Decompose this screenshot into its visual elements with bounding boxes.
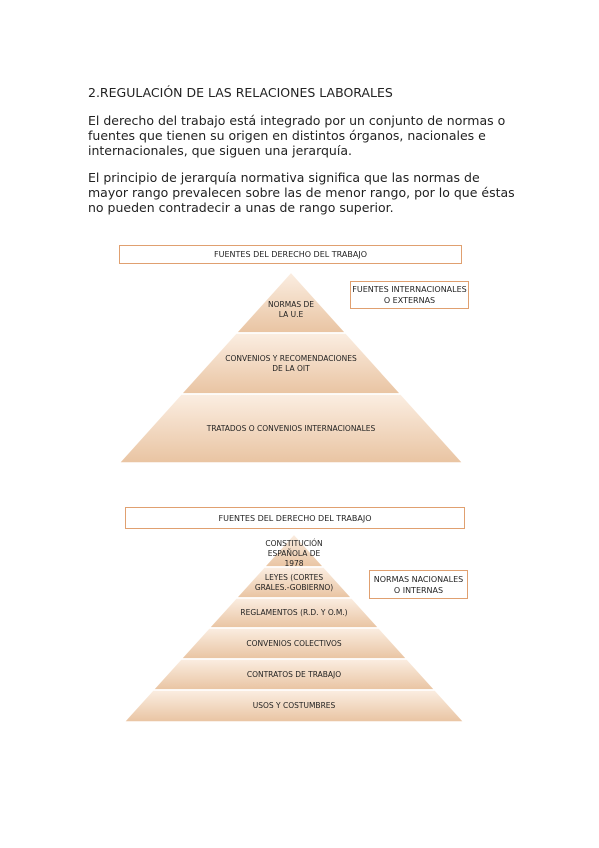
diagram2-level-label: REGLAMENTOS (R.D. Y O.M.)	[240, 608, 348, 617]
diagram2-title: FUENTES DEL DERECHO DEL TRABAJO	[125, 507, 465, 529]
diagram2-level-label: CONSTITUCIÓN ESPAÑOLA DE 1978	[265, 539, 323, 569]
intro-paragraph: El derecho del trabajo está integrado po…	[88, 113, 506, 158]
diagram2-level-label: CONVENIOS COLECTIVOS	[246, 638, 342, 648]
diagram1-level-label: CONVENIOS Y RECOMENDACIONES DE LA OIT	[225, 353, 357, 373]
diagram1-tier-2	[117, 393, 465, 464]
diagram2-level-label: LEYES (CORTES GRALES.-GOBIERNO)	[254, 572, 334, 592]
diagram1-level-label: TRATADOS O CONVENIOS INTERNACIONALES	[206, 423, 376, 433]
diagram1-title: FUENTES DEL DERECHO DEL TRABAJO	[119, 245, 462, 264]
diagram2-tier-5	[122, 689, 466, 723]
hierarchy-paragraph: El principio de jerarquía normativa sign…	[88, 170, 515, 215]
diagram2-level-label: CONTRATOS DE TRABAJO	[246, 669, 342, 679]
diagram2-level-label: USOS Y COSTUMBRES	[252, 701, 336, 710]
diagram1-level-label: NORMAS DE LA U.E	[268, 299, 314, 319]
section-heading: 2.REGULACIÓN DE LAS RELACIONES LABORALES	[88, 85, 393, 100]
diagram2-side-label: NORMAS NACIONALES O INTERNAS	[369, 570, 468, 599]
diagram1-side-label: FUENTES INTERNACIONALES O EXTERNAS	[350, 281, 469, 309]
